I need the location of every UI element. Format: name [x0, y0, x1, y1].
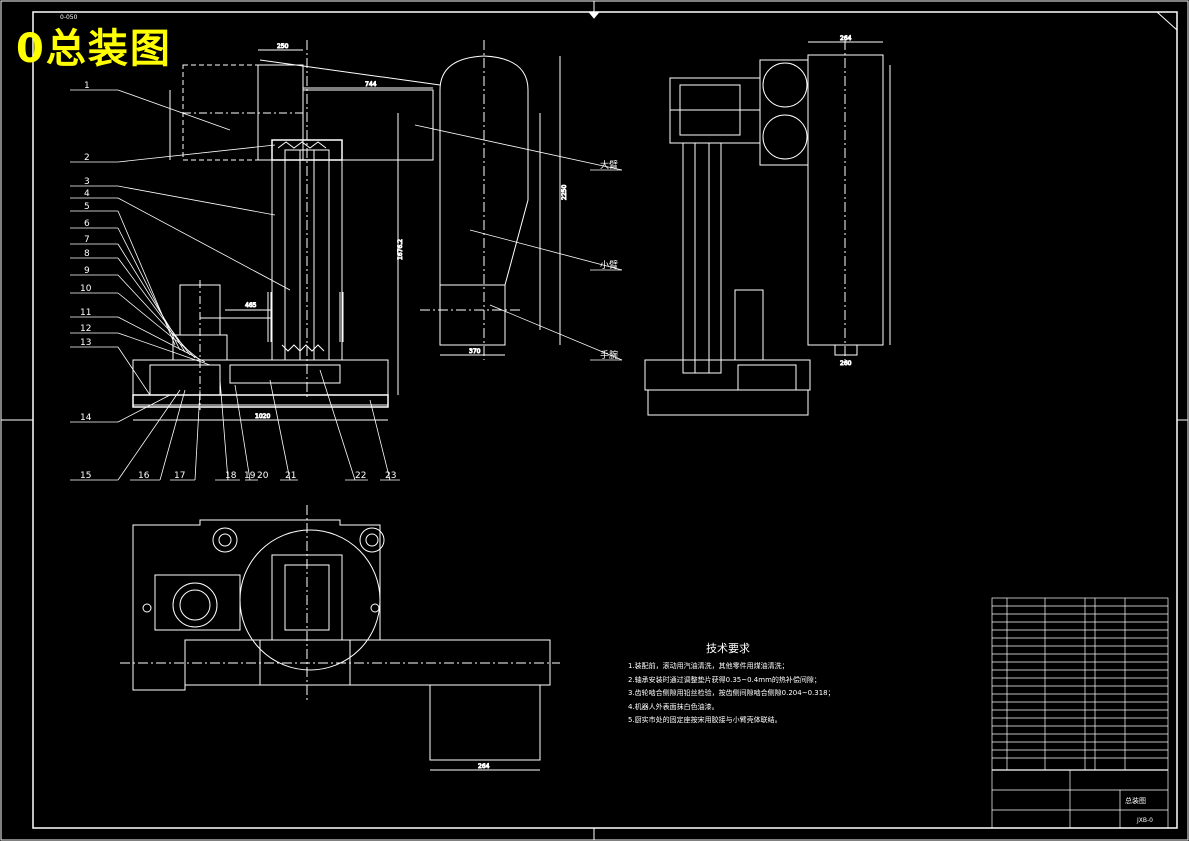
- part-number: 1: [84, 81, 90, 91]
- part-name: 大臂: [600, 159, 618, 171]
- part-number: 3: [84, 177, 90, 187]
- tech-requirement-item: 1.装配前，滚动用汽油清洗，其他零件用煤油清洗；: [628, 662, 789, 670]
- side-view: 264 260: [644, 35, 891, 416]
- part-number: 8: [84, 249, 90, 259]
- part-number: 12: [80, 324, 91, 334]
- tech-requirement-item: 5.厨实市处的固定座按宋用胶接与小臂壳体联结。: [628, 716, 782, 724]
- part-number: 11: [80, 308, 91, 318]
- title-block-name: 总装图: [1125, 796, 1146, 805]
- part-number: 6: [84, 219, 90, 229]
- svg-text:744: 744: [365, 81, 377, 88]
- tech-requirement-item: 3.齿轮啮合侧隙用铅丝检验，按齿侧间隙啮合侧隙0.204~0.318；: [628, 689, 835, 697]
- svg-text:264: 264: [478, 763, 490, 770]
- svg-text:370: 370: [469, 348, 481, 355]
- svg-text:260: 260: [840, 360, 852, 367]
- corner-tag: 0-050: [60, 14, 78, 21]
- part-name: 手腕: [600, 349, 618, 361]
- svg-text:250: 250: [277, 43, 289, 50]
- part-number: 21: [285, 471, 296, 481]
- tech-requirements-list: 1.装配前，滚动用汽油清洗，其他零件用煤油清洗； 2.轴承安装时通过调整垫片获得…: [628, 660, 835, 728]
- plan-view: 264: [120, 505, 560, 771]
- front-view: 250 744 465 1020 1676.2: [132, 40, 441, 421]
- part-number: 18: [225, 471, 237, 481]
- svg-text:465: 465: [245, 302, 257, 309]
- leader-lines: [70, 89, 623, 481]
- part-number: 13: [80, 338, 91, 348]
- arm-view: 370 2250: [420, 40, 569, 360]
- part-number: 14: [80, 413, 92, 423]
- part-number: 5: [84, 202, 90, 212]
- parts-list-rows: [992, 605, 1168, 759]
- part-number: 20: [257, 471, 269, 481]
- tech-requirements-title: 技术要求: [706, 642, 750, 655]
- part-number: 19: [244, 471, 256, 481]
- part-number: 17: [174, 471, 185, 481]
- tech-requirement-item: 4.机器人外表面抹白色油漆。: [628, 702, 719, 711]
- part-number: 22: [355, 471, 366, 481]
- part-number: 23: [385, 471, 396, 481]
- drawing-title: 0总装图: [16, 26, 172, 72]
- svg-text:1676.2: 1676.2: [397, 239, 404, 260]
- part-number: 15: [80, 471, 91, 481]
- part-number: 7: [84, 235, 90, 245]
- part-number: 9: [84, 266, 90, 276]
- svg-text:2250: 2250: [561, 185, 568, 200]
- part-number: 16: [138, 471, 150, 481]
- title-block: [991, 597, 1169, 829]
- part-name: 小臂: [600, 259, 618, 271]
- tech-requirement-item: 2.轴承安装时通过调整垫片获得0.35~0.4mm的热补偿间隙；: [628, 675, 821, 684]
- svg-text:264: 264: [840, 35, 852, 42]
- svg-text:1020: 1020: [255, 413, 270, 420]
- part-number: 10: [80, 284, 92, 294]
- part-number: 4: [84, 189, 90, 199]
- title-block-code: JXB-0: [1136, 817, 1153, 824]
- part-number: 2: [84, 153, 90, 163]
